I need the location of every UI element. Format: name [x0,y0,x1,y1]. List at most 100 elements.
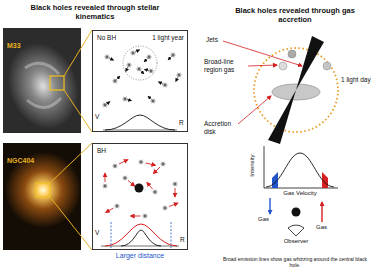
velocity-arrow [159,82,163,84]
velocity-curve [105,224,177,246]
axis-label: Gas Velocity [270,190,330,197]
star-symbol [116,204,119,208]
node-label: M33 [7,42,21,50]
velocity-arrow [128,181,135,187]
gas-arrow [269,198,270,214]
velocity-arrow [168,57,171,60]
star-symbol [124,176,127,180]
black-hole-dot [292,208,301,217]
kinematics-panel: BH [92,143,188,250]
velocity-arrow [146,163,156,165]
node-label: NGC404 [7,157,34,165]
star-symbol [106,55,109,59]
star-symbol [154,190,157,194]
star-symbol [174,182,177,186]
velocity-arrow [126,67,128,71]
star-symbol [132,51,135,55]
part-label: Jets [206,36,218,44]
axis-label: V [95,229,99,237]
node-label: BH [97,147,106,154]
star-symbol [116,204,119,208]
star-symbol [152,99,155,103]
star-symbol [164,83,167,87]
jet [268,90,296,144]
node-art [93,144,189,251]
gas-label: Gas [258,216,269,223]
velocity-arrow [127,100,131,101]
gas-cloud [279,62,287,70]
star-symbol [152,99,155,103]
star-symbol [128,63,131,67]
velocity-arrow [169,203,178,206]
image-ground [3,143,81,250]
width-marker [171,222,172,248]
velocity-curve [105,115,175,130]
observer-label: Observer [276,238,316,245]
star-symbol [114,164,117,168]
axis-label: V [95,113,99,121]
star-symbol [132,51,135,55]
zoom-leader [64,48,81,115]
star-symbol [150,69,153,73]
zoom-connector [81,30,92,132]
star-symbol [114,79,117,83]
node-label: No BH [97,34,116,41]
star-symbol [172,53,175,57]
galaxy-image: M33 [3,28,81,133]
zoom-connector [81,143,92,250]
star-symbol [128,63,131,67]
velocity-arrow [131,216,141,217]
leader-line [248,65,277,66]
zoom-leader [50,153,81,236]
star-symbol [104,103,107,107]
part-label: Accretion disk [204,120,240,136]
leader-line [223,41,302,66]
zoom-square [50,76,64,90]
star-symbol [124,97,127,101]
velocity-arrow [147,182,153,189]
star-symbol [178,73,181,77]
star-symbol [154,190,157,194]
star-symbol [148,55,151,59]
star-symbol [164,206,167,210]
note-label: Larger distance [100,252,180,260]
velocity-arrow [148,96,151,99]
column-heading: Black holes revealed through gas accreti… [222,6,368,24]
node-art [93,31,189,133]
scale-circle [123,46,157,80]
star-symbol [164,206,167,210]
axis-label: R [179,119,184,127]
width-marker [111,222,112,248]
star-symbol [140,160,143,164]
star-symbol [104,184,107,188]
galaxy-glow [5,152,81,228]
star-symbol [148,55,151,59]
velocity-arrow [175,188,176,197]
velocity-arrow [106,208,114,212]
star-symbol [162,162,165,166]
galaxy-image: NGC404 [3,143,81,250]
star-symbol [124,176,127,180]
star-symbol [104,184,107,188]
star-symbol [144,214,147,218]
accretion-disk [272,84,320,100]
velocity-arrow [145,69,149,70]
scale-label: 1 light day [341,76,371,84]
velocity-curve [121,230,161,246]
gas-cloud [288,50,296,58]
star-symbol [164,83,167,87]
gas-arrow [321,202,322,222]
kinematics-panel: No BH1 light year [92,30,188,132]
caption: Broad emission lines show gas whizzing a… [218,256,372,268]
star-symbol [172,53,175,57]
velocity-arrow [176,77,178,81]
star-symbol [106,55,109,59]
star-symbol [178,73,181,77]
star-symbol [138,67,141,71]
part-label: Broad-line region gas [204,58,246,74]
velocity-arrow [107,102,110,104]
velocity-arrow [153,167,160,174]
star-symbol [144,214,147,218]
plot-axis [101,246,179,247]
velocity-arrow [135,50,139,52]
